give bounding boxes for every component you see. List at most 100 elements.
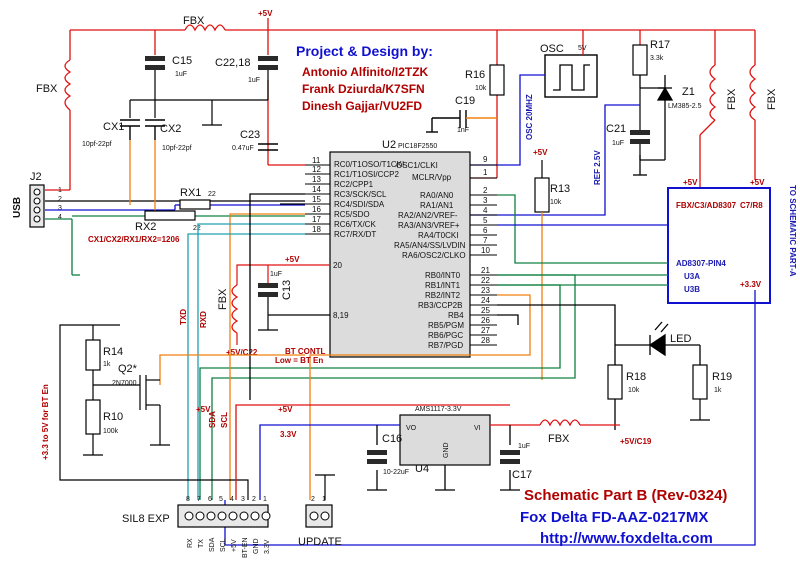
sil8-pin-numbers: 8 7 6 5 4 3 2 1 (186, 496, 267, 503)
u4-gnd: GND (443, 442, 450, 458)
update-pin-2: 2 (311, 496, 315, 503)
u2-pin-6: 6 (483, 226, 488, 235)
r18-ref: R18 (626, 371, 646, 383)
credits-line3: Dinesh Gajjar/VU2FD (302, 99, 422, 113)
u2-pin-25: 25 (481, 306, 490, 315)
j2-pin4: 4 (58, 214, 62, 221)
cap-cx1 (120, 119, 140, 140)
u2-pin-24: 24 (481, 296, 490, 305)
r16-value: 10k (475, 85, 487, 92)
cx2-ref: CX2 (160, 123, 181, 135)
c15-ref: C15 (172, 55, 192, 67)
u2-pin-28: 28 (481, 336, 490, 345)
bt-contl-label: BT CONTL (285, 347, 326, 356)
cap-c22-18 (258, 56, 278, 70)
u2-pin-8-19: 8,19 (333, 311, 349, 320)
u2-pin-12-name: RC1/T1OSI/CCP2 (334, 170, 399, 179)
u2-pin-21-name: RB0/INT0 (425, 271, 461, 280)
plus5v-sil8-label: +5V (196, 405, 211, 414)
c17-value: 1uF (518, 443, 530, 450)
r17-value: 3.3k (650, 55, 664, 62)
credits-line1: Antonio Alfinito/I2TZK (302, 65, 429, 79)
u2-pin-25-name: RB4 (448, 311, 464, 320)
u2-pin-4: 4 (483, 206, 488, 215)
osc-supply: 5V (578, 45, 587, 52)
u2-pin-26-name: RB5/PGM (428, 321, 464, 330)
u2-ref: U2 (382, 139, 396, 151)
sil8-pin-3: 3 (241, 496, 245, 503)
fbx-u4 (539, 419, 581, 427)
j2-pin3: 3 (58, 205, 62, 212)
fbx-right2-label: FBX (766, 88, 778, 110)
update-ref: UPDATE (298, 536, 342, 548)
fbx-c22 (231, 284, 239, 334)
plus5v-c22-label: +5V/C22 (226, 348, 258, 357)
resistor-r14 (85, 339, 101, 371)
sil8-pin-8: 8 (186, 496, 190, 503)
sil8-label-5v: +5V (231, 539, 238, 552)
sil8-pin-5: 5 (219, 496, 223, 503)
part-a-block (667, 187, 771, 304)
u2-pin-9: 9 (483, 155, 488, 164)
u4-part: AMS1117-3.3V (415, 406, 462, 413)
fbx-right-2 (749, 64, 757, 121)
u2-pin-22: 22 (481, 276, 490, 285)
u2-right-pin-lines (470, 164, 497, 346)
c21-ref: C21 (606, 123, 626, 135)
u4-ref: U4 (415, 463, 429, 475)
c22-18-value: 1uF (248, 77, 260, 84)
cx-note-label: CX1/CX2/RX1/RX2=1206 (88, 235, 180, 244)
sil8-ref: SIL8 EXP (122, 513, 170, 525)
resistor-r13 (534, 177, 550, 213)
resistor-rx1 (179, 199, 211, 210)
resistor-r17 (632, 44, 648, 76)
u2-pin-3-name: RA1/AN1 (420, 201, 454, 210)
q2-ref: Q2* (118, 363, 138, 375)
c15-value: 1uF (175, 71, 187, 78)
sil8-label-rx: RX (187, 538, 194, 548)
u2-pin-24-name: RB3/CCP2B (418, 301, 462, 310)
sil8-label-bt-en: BT-EN (242, 537, 249, 558)
c23-value: 0.47uF (232, 145, 254, 152)
to-part-a-label: TO SCHEMATIC PART-A (788, 185, 797, 277)
cap-c13 (236, 264, 305, 345)
j2-pin1: 1 (58, 187, 62, 194)
u2-pin-28-name: RB7/PGD (428, 341, 463, 350)
sil8-label-tx: TX (198, 539, 205, 548)
j2-ref: J2 (30, 171, 42, 183)
oscillator-block (544, 50, 598, 98)
u2-pic-body (329, 151, 471, 358)
sil8-pin-2: 2 (252, 496, 256, 503)
c16-value: 10-22uF (383, 469, 409, 476)
r13-5v-label: +5V (533, 148, 548, 157)
r14-value: 1k (103, 361, 111, 368)
c17-ref: C17 (512, 469, 532, 481)
u2-pin-11: 11 (312, 156, 321, 165)
u2-pin-7: 7 (483, 236, 488, 245)
osc-ref: OSC (540, 43, 564, 55)
u4-vo: VO (406, 425, 417, 432)
u2-pin-16-name: RC5/SDO (334, 210, 370, 219)
fbx-top-label: FBX (183, 15, 205, 27)
r16-ref: R16 (465, 69, 485, 81)
r10-value: 100k (103, 428, 119, 435)
u2-left-pins: 11 RC0/T1OSO/T1CKI 12 RC1/T1OSI/CCP2 13 … (312, 156, 404, 239)
usb-connector-j2 (29, 184, 45, 228)
sil8-label-scl: SCL (220, 538, 227, 552)
u2-pin-13: 13 (312, 175, 321, 184)
rx1-ref: RX1 (180, 187, 201, 199)
resistor-r19 (692, 364, 708, 400)
u2-left-pin-lines (305, 164, 330, 235)
sil8-pin-7: 7 (197, 496, 201, 503)
u2-pin-11-name: RC0/T1OSO/T1CKI (334, 160, 404, 169)
r17-ref: R17 (650, 39, 670, 51)
u2-pin-17-name: RC6/TX/CK (334, 220, 376, 229)
sil8-pin-labels: RX TX SDA SCL +5V BT-EN GND 3.3V (187, 537, 271, 558)
ground-bus-c15 (129, 70, 269, 126)
led-ref: LED (670, 333, 691, 345)
bt-low-label: Low = BT En (275, 356, 323, 365)
rx2-value: 22 (193, 225, 201, 232)
u2-pin-1-name: MCLR/Vpp (412, 173, 452, 182)
u2-pin-5: 5 (483, 216, 488, 225)
